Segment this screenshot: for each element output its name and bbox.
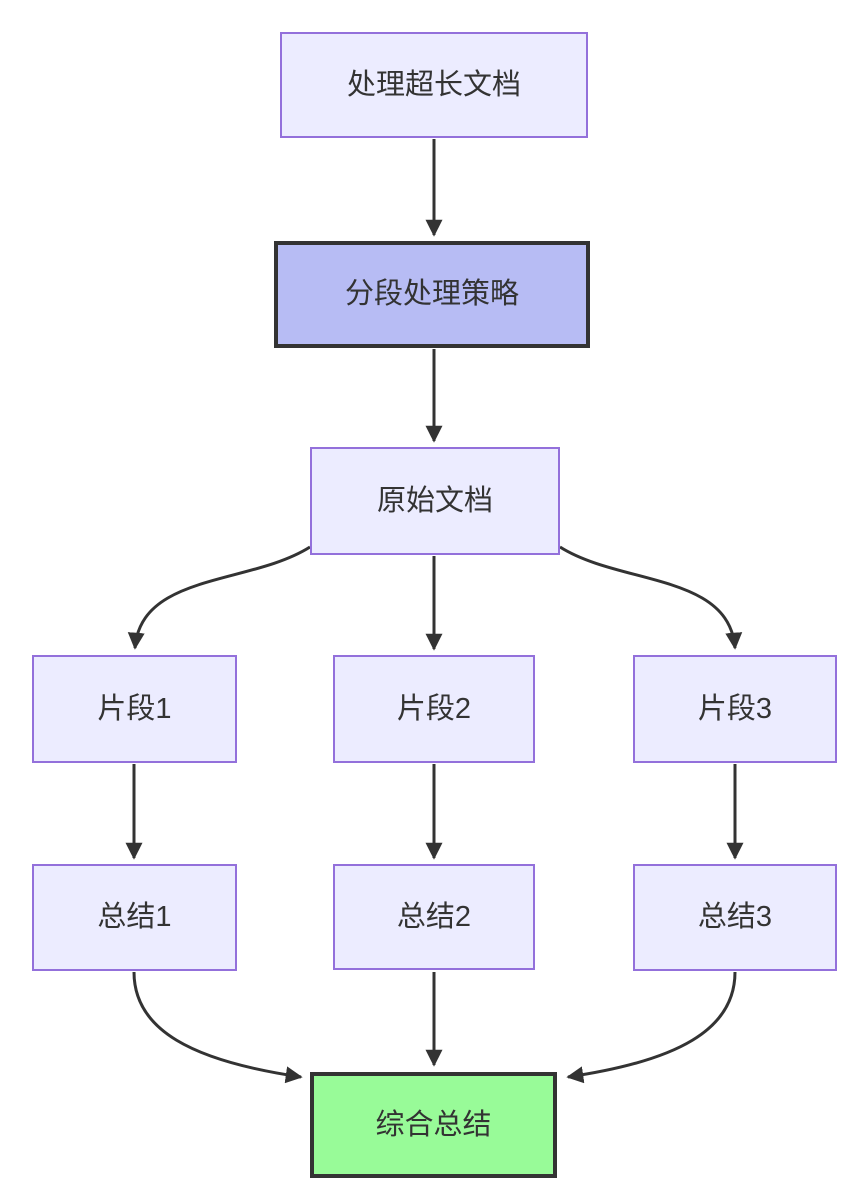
node-original-document: 原始文档	[310, 447, 560, 555]
node-label: 原始文档	[376, 484, 493, 517]
edge-c-d1	[127, 545, 311, 650]
node-summary-3: 总结3	[633, 864, 837, 971]
node-process-long-document: 处理超长文档	[280, 32, 588, 138]
node-segmentation-strategy: 分段处理策略	[274, 241, 590, 348]
node-label: 片段1	[97, 692, 172, 725]
node-summary-1: 总结1	[32, 864, 237, 971]
node-label: 片段3	[697, 692, 773, 725]
node-label: 分段处理策略	[344, 278, 519, 310]
node-fragment-1: 片段1	[32, 655, 237, 763]
node-label: 总结2	[396, 900, 472, 933]
node-label: 总结3	[697, 901, 773, 933]
node-label: 综合总结	[375, 1108, 492, 1141]
edge-e1-f	[132, 971, 303, 1084]
node-label: 总结1	[97, 901, 172, 933]
edge-c-d3	[559, 545, 743, 650]
node-label: 片段2	[396, 692, 472, 725]
edge-e3-f	[566, 971, 737, 1084]
node-fragment-2: 片段2	[333, 655, 535, 763]
node-fragment-3: 片段3	[633, 655, 837, 763]
node-summary-2: 总结2	[333, 864, 535, 970]
node-label: 处理超长文档	[346, 68, 521, 101]
node-combined-summary: 综合总结	[310, 1072, 557, 1178]
